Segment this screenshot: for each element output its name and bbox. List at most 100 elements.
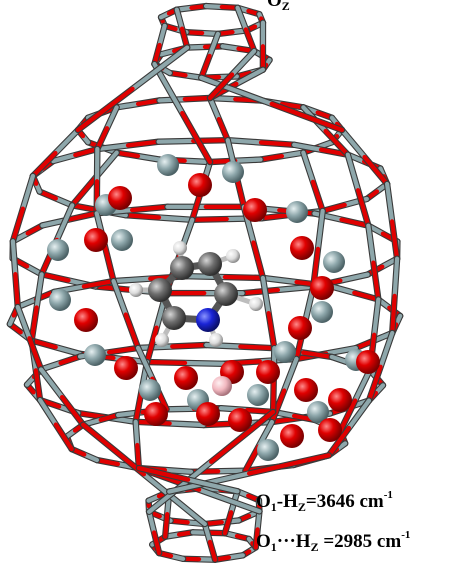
- top-ring-b-bond-7-si-half: [220, 44, 241, 51]
- cage-strut-2-0-si-half: [392, 256, 400, 298]
- cage-strut-3-0-o-half: [366, 364, 383, 403]
- lower-link-4-o-half: [209, 409, 276, 464]
- cage-hoop-4-bond-10-si-half: [135, 344, 175, 351]
- bottom-link-8-o-half: [222, 510, 234, 536]
- bottom-ring-b-bond-1-si-half: [226, 553, 245, 560]
- oxygen-atom: [144, 402, 168, 426]
- cage-hoop-4-bond-8-si-half: [38, 360, 63, 372]
- hydrogen-atom: [209, 333, 223, 347]
- cage-hoop-1-bond-3-o-half: [190, 216, 229, 222]
- cage-strut-4-4-o-half: [135, 442, 141, 471]
- cage-hoop-4-bond-8-o-half: [58, 354, 83, 366]
- silicon-atom: [222, 161, 244, 183]
- top-link-2-o-half: [199, 53, 212, 80]
- silicon-atom: [84, 344, 106, 366]
- silicon-atom: [311, 301, 333, 323]
- top-partial-label: OZ: [267, 0, 290, 13]
- top-ring-a-bond-7-si-half: [203, 3, 224, 10]
- top-link-4-si-half: [157, 23, 167, 48]
- upper-link-2-si-half: [199, 75, 274, 106]
- cage-hoop-3-bond-9-o-half: [81, 278, 116, 289]
- oxygen-atom: [288, 316, 312, 340]
- cage-hoop-5-bond-10-si-half: [164, 406, 196, 412]
- oxygen-atom: [174, 366, 198, 390]
- cage-strut-2-6-o-half: [29, 305, 39, 343]
- hydrogen-atom: [249, 297, 263, 311]
- cage-hoop-1-bond-4-si-half: [156, 215, 195, 222]
- cage-hoop-5-bond-2-si-half: [216, 468, 248, 474]
- cage-hoop-5-bond-4-o-half: [94, 457, 121, 467]
- lower-link-0-si-half: [197, 487, 262, 514]
- carbon-atom: [170, 256, 194, 280]
- cage-strut-0-12-o-half: [216, 116, 230, 143]
- cage-hoop-1-bond-12-o-half: [258, 140, 297, 147]
- cage-hoop-0-bond-4-si-half: [182, 158, 213, 165]
- cage-hoop-2-bond-2-o-half: [240, 287, 281, 296]
- silicon-atom: [111, 229, 133, 251]
- oxygen-atom: [328, 388, 352, 412]
- framework-bonds: [6, 2, 404, 563]
- cage-hoop-4-bond-12-o-half: [300, 350, 334, 360]
- cage-hoop-1-bond-10-si-half: [95, 143, 131, 152]
- cage-strut-4-10-si-half: [135, 345, 155, 381]
- cage-strut-4-12-o-half: [271, 377, 276, 415]
- bottom-link-0-o-half: [253, 527, 260, 550]
- silicon-atom: [139, 379, 161, 401]
- cage-hoop-1-bond-4-o-half: [123, 213, 162, 220]
- cage-strut-4-0-o-half: [326, 425, 352, 458]
- hydrogen-atom: [173, 241, 187, 255]
- cage-strut-0-0-si-half: [339, 127, 367, 160]
- oxygen-atom: [310, 276, 334, 300]
- cage-strut-1-0-o-half: [390, 219, 400, 261]
- cage-strut-2-14-si-half: [366, 223, 376, 265]
- cage-hoop-3-bond-5-o-half: [29, 338, 58, 350]
- lower-link-8-si-half: [186, 477, 240, 494]
- cage-hoop-2-bond-13-si-half: [312, 211, 344, 222]
- silicon-atom: [323, 251, 345, 273]
- cage-strut-4-8-si-half: [38, 367, 65, 400]
- cage-hoop-1-bond-9-o-half: [73, 146, 100, 158]
- silicon-atom: [307, 401, 329, 423]
- top-link-8-si-half: [235, 5, 248, 32]
- bottom-link-6-o-half: [163, 512, 170, 539]
- cage-hoop-1-bond-9-si-half: [51, 152, 78, 164]
- cage-hoop-0-bond-13-o-half: [279, 101, 306, 110]
- upper-link-8-si-half: [229, 48, 257, 77]
- cage-strut-4-0-si-half: [346, 398, 372, 431]
- cage-strut-4-2-o-half: [243, 444, 261, 473]
- carbon-atom: [214, 282, 238, 306]
- carbon-atom: [198, 252, 222, 276]
- cage-strut-1-8-o-half: [10, 206, 25, 244]
- silicon-atom: [286, 201, 308, 223]
- cage-hoop-3-bond-10-si-half: [111, 276, 153, 284]
- cage-hoop-3-bond-11-o-half: [222, 274, 266, 281]
- cage-strut-0-12-si-half: [207, 95, 221, 122]
- cage-hoop-5-bond-5-si-half: [82, 452, 100, 463]
- cage-hoop-1-bond-13-si-half: [292, 142, 324, 152]
- silicon-atom: [274, 341, 296, 363]
- cage-strut-1-14-si-half: [345, 152, 361, 193]
- upper-link-6-si-half: [130, 45, 190, 91]
- cage-strut-3-10-si-half: [111, 278, 128, 317]
- cage-hoop-0-bond-5-o-half: [114, 150, 141, 159]
- cage-strut-3-2-si-half: [282, 356, 299, 393]
- oxygen-atom: [256, 360, 280, 384]
- cage-strut-1-6-si-half: [54, 203, 75, 242]
- cage-strut-2-8-o-half: [13, 272, 20, 310]
- oxygen-atom: [294, 378, 318, 402]
- cage-hoop-2-bond-2-si-half: [275, 284, 316, 293]
- cage-strut-3-12-o-half: [266, 310, 277, 351]
- cage-strut-3-2-o-half: [269, 388, 287, 425]
- oxygen-atom: [114, 356, 138, 380]
- cage-strut-0-2-o-half: [310, 179, 325, 214]
- cage-hoop-2-bond-13-o-half: [339, 217, 371, 228]
- cage-strut-2-10-o-half: [103, 245, 116, 284]
- cage-strut-3-8-si-half: [15, 304, 32, 341]
- silicon-atom: [47, 239, 69, 261]
- cage-strut-3-10-o-half: [123, 312, 141, 351]
- cage-strut-2-12-o-half: [251, 240, 266, 281]
- cage-hoop-2-bond-9-o-half: [67, 211, 99, 222]
- cage-hoop-3-bond-5-si-half: [53, 345, 82, 356]
- cage-hoop-2-bond-1-si-half: [338, 272, 370, 283]
